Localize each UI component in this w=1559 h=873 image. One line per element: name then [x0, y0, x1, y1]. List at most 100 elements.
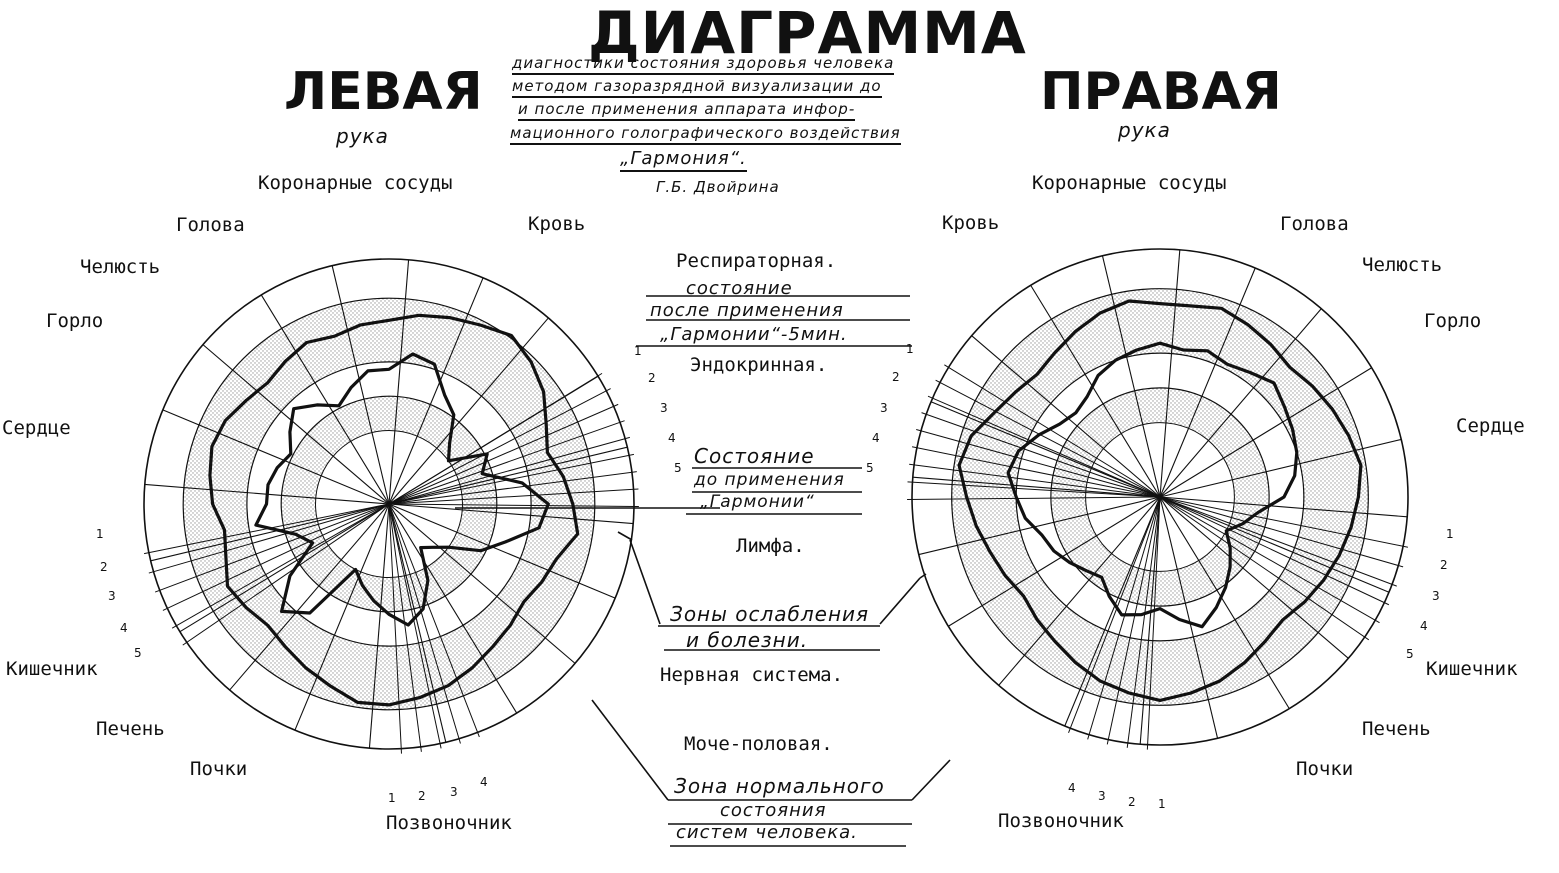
sector-spoke: [1159, 267, 1256, 498]
sector-spoke: [1030, 285, 1161, 498]
left-right-number-2: 2: [648, 371, 656, 385]
subtitle-line-1: диагностики состояния здоровья человека: [512, 56, 895, 75]
sector-spoke: [388, 503, 447, 743]
sector-spoke: [368, 503, 390, 749]
sector-spoke: [179, 503, 390, 633]
side-fan-line: [1159, 496, 1404, 568]
right-label-coronary: Коронарные сосуды: [1032, 172, 1227, 194]
right-label-intestine: Кишечник: [1426, 658, 1518, 680]
sector-spoke: [260, 294, 390, 505]
system-respiratory: Респираторная.: [676, 250, 837, 272]
side-fan-line: [1159, 496, 1409, 548]
connector-line: [617, 531, 633, 541]
side-fan-line: [1159, 496, 1397, 587]
side-fan-line: [1159, 496, 1380, 624]
right-left-number-2: 2: [892, 370, 900, 384]
sector-spoke: [202, 344, 390, 505]
system-nervous: Нервная система.: [660, 664, 844, 686]
after-profile: [208, 313, 580, 707]
right-label-throat: Горло: [1424, 310, 1482, 332]
spine-fan-line: [388, 503, 442, 749]
before-profile: [1006, 341, 1299, 629]
left-side-number-4: 4: [120, 621, 128, 635]
sector-spoke: [388, 503, 616, 599]
connector-line: [879, 577, 921, 625]
sector-spoke: [294, 503, 390, 731]
sector-spoke: [388, 446, 628, 505]
before-caption-3: „Гармонии“: [700, 492, 815, 512]
fan-line: [916, 429, 1161, 498]
right-side-number-5: 5: [1406, 647, 1414, 661]
after-caption-3: „Гармонии“-5мин.: [660, 324, 848, 345]
system-urogenital: Моче-половая.: [684, 733, 833, 755]
fan-line: [388, 388, 611, 505]
caption-connectors: [455, 295, 951, 847]
after-caption-1: состояние: [686, 278, 793, 299]
connector-line: [591, 699, 669, 801]
fan-line: [927, 395, 1161, 498]
right-left-number-3: 3: [880, 401, 888, 415]
side-fan-line: [171, 503, 390, 629]
right-label-liver: Печень: [1362, 718, 1431, 740]
sector-spoke: [912, 476, 1161, 498]
side-fan-line: [162, 503, 390, 611]
fan-line: [388, 372, 603, 505]
before-profile: [254, 352, 550, 627]
left-label-head: Голова: [176, 214, 245, 236]
left-hand-chart: [143, 258, 639, 754]
right-spine-number-4: 4: [1068, 781, 1076, 795]
sector-spoke: [1159, 496, 1408, 518]
left-spine-number-2: 2: [418, 789, 426, 803]
fan-line: [944, 364, 1161, 498]
sector-spoke: [918, 496, 1161, 556]
sector-spoke: [388, 259, 410, 505]
fan-line: [909, 463, 1161, 498]
side-fan-line: [1159, 496, 1390, 606]
left-spine-number-4: 4: [480, 775, 488, 789]
left-hand-word: рука: [336, 124, 389, 148]
normal-zone-caption-2: состояния: [720, 800, 827, 821]
right-spine-number-2: 2: [1128, 795, 1136, 809]
sector-spoke: [1139, 496, 1161, 745]
connector-line: [919, 573, 927, 579]
sector-spoke: [1159, 438, 1402, 498]
fan-line: [388, 403, 619, 505]
left-label-kidneys: Почки: [190, 758, 248, 780]
sector-spoke: [1159, 367, 1372, 498]
spine-fan-line: [388, 503, 461, 744]
subtitle-line-3: и после применения аппарата инфор-: [518, 102, 856, 121]
sector-spoke: [331, 265, 390, 505]
author-name: Г.Б. Двойрина: [656, 178, 780, 196]
right-hand-chart: [907, 248, 1409, 750]
left-side-number-1: 1: [96, 527, 104, 541]
fan-line: [388, 488, 639, 505]
system-endocrine: Эндокринная.: [690, 354, 828, 376]
fan-line: [388, 503, 639, 507]
sector-spoke: [971, 335, 1161, 498]
right-label-heart: Сердце: [1456, 415, 1525, 437]
left-right-number-4: 4: [668, 431, 676, 445]
spine-fan-line: [388, 503, 480, 738]
spine-fan-line: [1087, 496, 1161, 740]
right-left-number-1: 1: [906, 342, 914, 356]
left-right-number-1: 1: [634, 344, 642, 358]
sector-spoke: [1159, 308, 1322, 498]
left-side-number-3: 3: [108, 589, 116, 603]
right-label-spine: Позвоночник: [998, 810, 1124, 832]
after-profile: [957, 299, 1363, 703]
normal-zone-caption-1: Зона нормального: [674, 774, 885, 798]
left-spine-number-1: 1: [388, 791, 396, 805]
sector-spoke: [1159, 496, 1290, 709]
left-label-jaw: Челюсть: [80, 256, 161, 278]
right-left-number-4: 4: [872, 431, 880, 445]
left-spine-number-3: 3: [450, 785, 458, 799]
spine-fan-line: [388, 503, 422, 752]
connector-line: [911, 759, 951, 801]
fan-line: [907, 481, 1161, 498]
side-fan-line: [148, 503, 390, 574]
sector-spoke: [229, 503, 390, 691]
right-label-jaw: Челюсть: [1362, 254, 1443, 276]
left-label-heart: Сердце: [2, 417, 71, 439]
before-caption-2: до применения: [694, 470, 845, 490]
